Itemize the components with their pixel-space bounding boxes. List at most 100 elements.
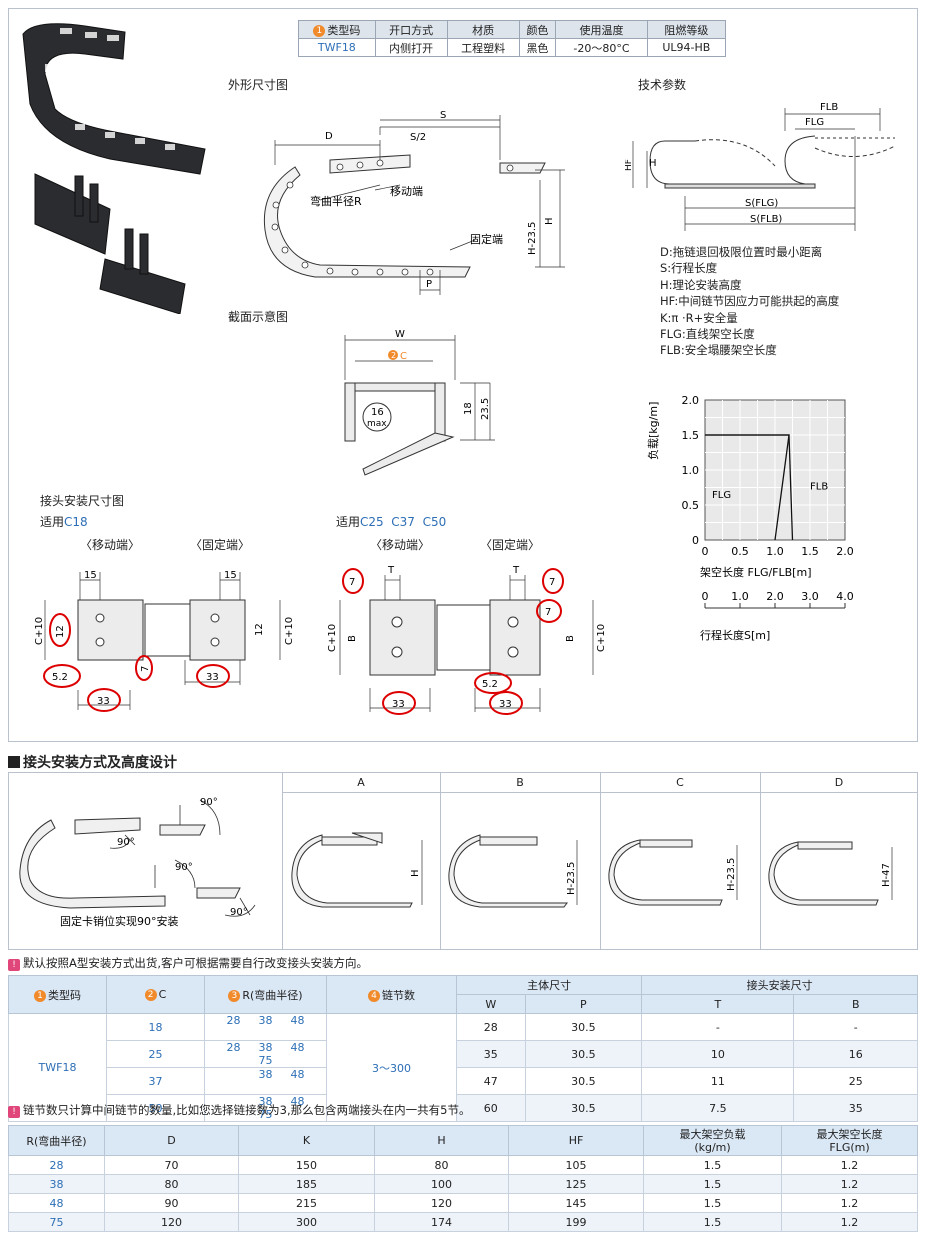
cell-color: 黑色 — [518, 38, 557, 57]
mt-header-b: B — [793, 994, 918, 1014]
mount-height-A: H — [410, 869, 421, 877]
st-cell: 125 — [508, 1174, 644, 1194]
c25-dim-33b: 33 — [499, 699, 512, 710]
st-cell: 38 — [8, 1174, 105, 1194]
mt-p: 30.5 — [524, 1040, 643, 1068]
cell-opening: 内侧打开 — [374, 38, 448, 57]
mt-p: 30.5 — [524, 1094, 643, 1122]
c18-dim-15a: 15 — [84, 570, 97, 581]
tech-param-drawing: FLB FLG HF H S(FLG) S(FLB) — [625, 102, 896, 231]
joint-c25-drawing: T T 7 7 7 C+10 C+10 B B 5.2 33 33 — [327, 565, 607, 715]
chart-xlabel: 架空长度 FLG/FLB[m] — [700, 565, 811, 579]
c18-dim-12b: 12 — [254, 623, 265, 636]
st-header-r: R(弯曲半径) — [8, 1125, 105, 1156]
mount-left-drawing: 90° 90° 90° 90° 固定卡销位实现90°安装 — [19, 797, 256, 928]
dim-W: W — [395, 329, 405, 340]
c18-dim-12a: 12 — [55, 625, 66, 638]
chart-ytick: 0.5 — [682, 499, 700, 512]
c18-dim-c10b: C+10 — [284, 617, 295, 645]
st-cell: 70 — [104, 1155, 239, 1175]
cross-section-title: 截面示意图 — [228, 310, 289, 324]
dim-H: H — [544, 217, 555, 225]
max16-value: 16 — [371, 407, 384, 418]
c18-dim-c10a: C+10 — [34, 617, 45, 645]
chart-xtick: 1.5 — [801, 545, 819, 558]
mount-section-title: 接头安装方式及高度设计 — [8, 752, 177, 772]
c18-dim-33b: 33 — [206, 672, 219, 683]
header-opening: 开口方式 — [374, 20, 448, 39]
c25-dim-c10b: C+10 — [596, 624, 607, 652]
label-HF: HF — [625, 159, 634, 171]
st-cell: 1.5 — [643, 1174, 782, 1194]
st-cell: 174 — [374, 1212, 509, 1232]
st-cell: 1.2 — [781, 1212, 918, 1232]
mount-col-divider — [440, 772, 441, 950]
st-cell: 145 — [508, 1193, 644, 1213]
st-cell: 80 — [374, 1155, 509, 1175]
radius-spec-table: R(弯曲半径) D K H HF 最大架空负载 (kg/m) 最大架空长度 FL… — [8, 1125, 918, 1232]
mt-b: 25 — [793, 1067, 918, 1095]
chart-xtick: 1.0 — [766, 545, 784, 558]
dim-D: D — [325, 131, 333, 142]
chart-xtick: 2.0 — [836, 545, 854, 558]
mt-header-t: T — [641, 994, 795, 1014]
dim-H235: H-23.5 — [527, 222, 538, 255]
outer-dimension-drawing: D S/2 S H H-23.5 P 弯曲半径R 移动端 固定端 — [263, 110, 565, 295]
st-header-length: 最大架空长度 FLG(m) — [781, 1125, 918, 1156]
chart-x2tick: 1.0 — [731, 590, 749, 603]
chart-ytick: 1.0 — [682, 464, 700, 477]
mt-t: - — [641, 1013, 795, 1041]
mount-variant-drawings: H H-23.5 H-23.5 H-47 — [291, 832, 893, 908]
mt-header-w: W — [456, 994, 526, 1014]
dim-P: P — [426, 279, 432, 290]
table-row: 28 70 150 80 105 1.5 1.2 — [8, 1155, 918, 1175]
header-temp: 使用温度 — [555, 20, 648, 39]
st-cell: 1.2 — [781, 1193, 918, 1213]
top-frame — [8, 8, 918, 742]
mt-b: 35 — [793, 1094, 918, 1122]
header-flame: 阻燃等级 — [646, 20, 727, 39]
label-H: H — [649, 158, 657, 169]
chart-x2tick: 0 — [702, 590, 709, 603]
mt-w: 35 — [456, 1040, 526, 1068]
angle-90-d: 90° — [230, 907, 248, 918]
chart-xtick: 0.5 — [731, 545, 749, 558]
mount-frame — [8, 772, 918, 950]
st-cell: 48 — [8, 1193, 105, 1213]
mt-t: 10 — [641, 1040, 795, 1068]
mt-c: 25 — [106, 1040, 205, 1068]
st-header-load: 最大架空负载 (kg/m) — [643, 1125, 782, 1156]
chart-ytick: 1.5 — [682, 429, 700, 442]
mount-col-C: C — [676, 776, 684, 789]
mt-type-value: TWF18 — [8, 1013, 107, 1122]
mt-b: 16 — [793, 1040, 918, 1068]
param-item: D:拖链退回极限位置时最小距离 — [660, 245, 823, 259]
c18-dim-7: 7 — [140, 666, 151, 672]
st-cell: 120 — [104, 1212, 239, 1232]
chart-xtick: 0 — [702, 545, 709, 558]
mount-col-divider — [760, 772, 761, 950]
mt-header-joint: 接头安装尺寸 — [641, 975, 918, 995]
mount-header-line — [282, 792, 918, 793]
mount-height-C: H-23.5 — [726, 858, 737, 891]
st-cell: 199 — [508, 1212, 644, 1232]
c25-moving-end: 〈移动端〉 — [370, 538, 431, 552]
param-item: FLG:直线架空长度 — [660, 327, 755, 342]
chart-series-label-flb: FLB — [810, 482, 828, 493]
mt-header-body: 主体尺寸 — [455, 975, 643, 995]
c25-dim-B1: B — [347, 635, 358, 642]
angle-90-b: 90° — [117, 837, 135, 848]
mount-col-divider — [282, 772, 283, 950]
st-cell: 80 — [104, 1174, 239, 1194]
dim-S2: S/2 — [410, 132, 426, 143]
